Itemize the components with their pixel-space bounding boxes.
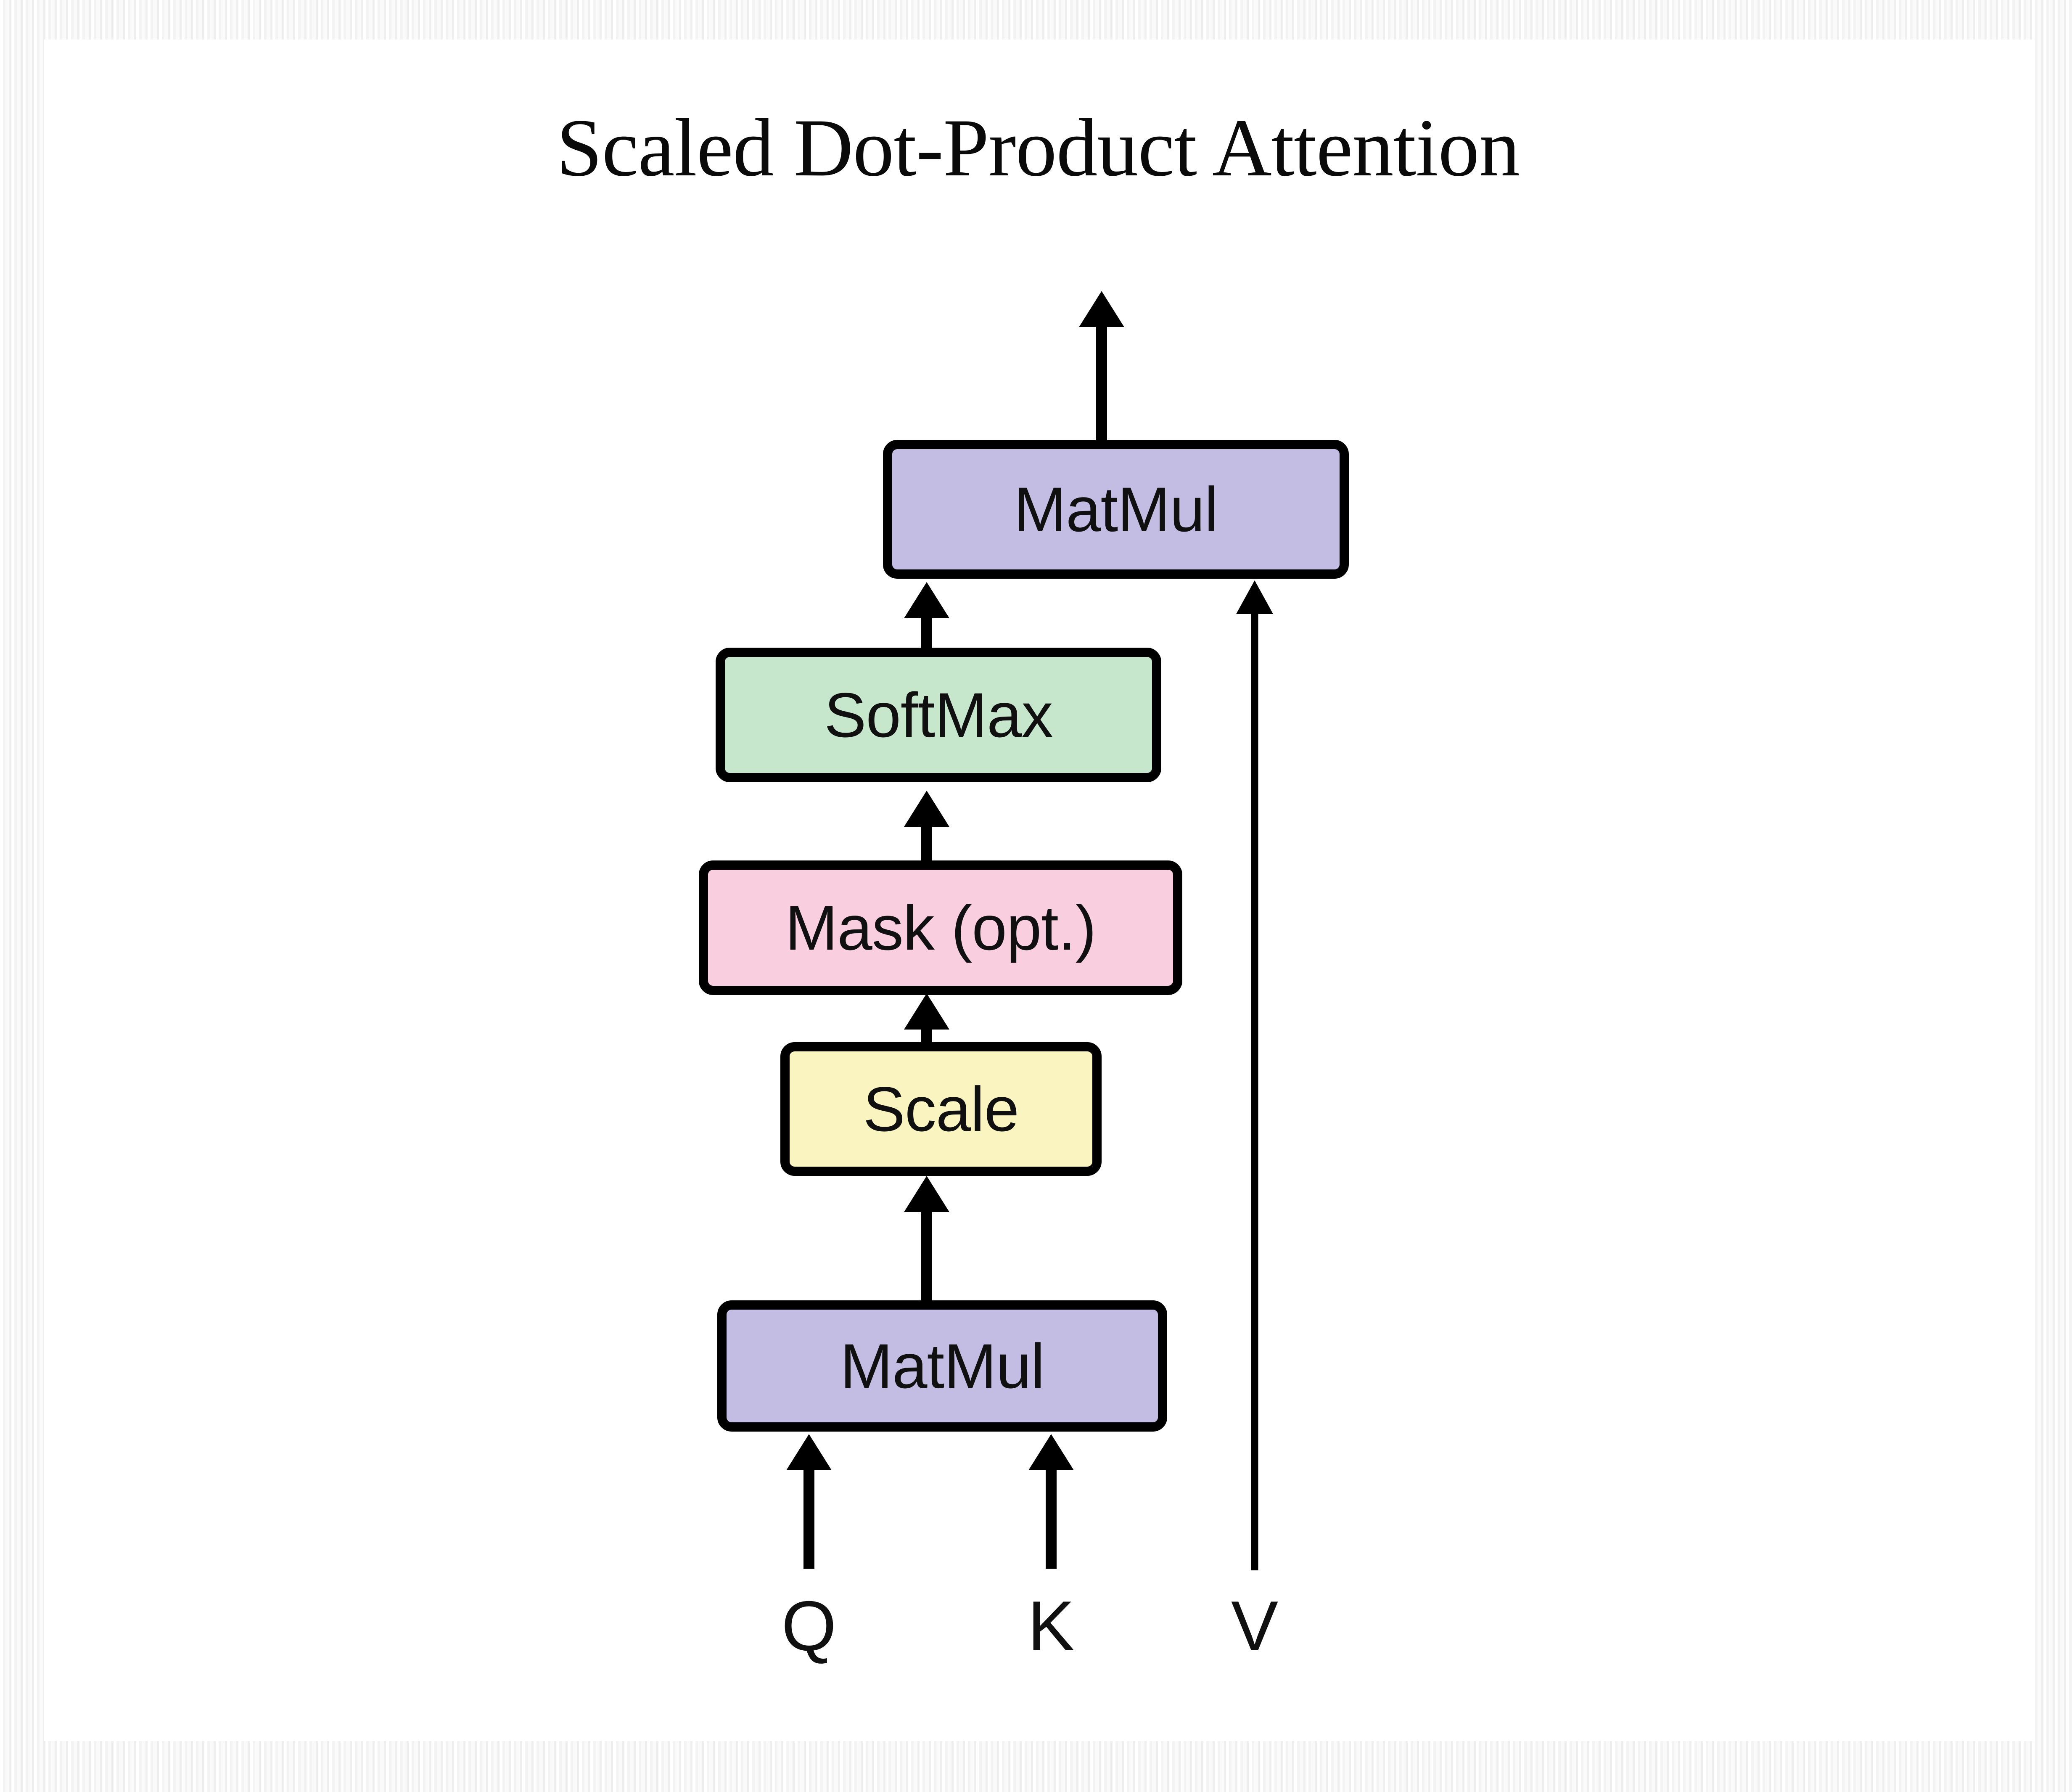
- node-matmul-top[interactable]: MatMul: [883, 440, 1349, 579]
- arrow-output-up: [1076, 291, 1127, 442]
- node-label: SoftMax: [824, 679, 1053, 750]
- node-softmax[interactable]: SoftMax: [716, 648, 1161, 782]
- input-label-v: V: [1231, 1586, 1279, 1665]
- arrow-shaft: [1096, 320, 1107, 442]
- arrow-softmax-to-matmul: [901, 582, 952, 654]
- arrow-k-input: [1026, 1434, 1076, 1569]
- attention-flow-diagram: MatMul SoftMax Mask (opt.): [44, 40, 2032, 1741]
- arrow-shaft: [1046, 1464, 1057, 1569]
- input-label-k: K: [1027, 1586, 1075, 1665]
- node-label: Scale: [863, 1073, 1019, 1144]
- arrow-shaft: [921, 820, 932, 866]
- arrow-shaft: [1251, 607, 1258, 1570]
- slide-canvas: Scaled Dot-Product Attention MatMul Soft…: [44, 40, 2032, 1741]
- node-matmul-bottom[interactable]: MatMul: [717, 1300, 1167, 1432]
- node-scale[interactable]: Scale: [780, 1042, 1102, 1176]
- page-title: Scaled Dot-Product Attention: [556, 102, 1520, 193]
- node-mask-optional[interactable]: Mask (opt.): [699, 860, 1182, 995]
- arrow-q-input: [784, 1434, 834, 1569]
- arrow-shaft: [921, 611, 932, 654]
- arrow-shaft: [803, 1464, 814, 1569]
- node-label: MatMul: [1014, 474, 1218, 545]
- arrow-mask-to-softmax: [901, 791, 952, 866]
- node-label: MatMul: [840, 1330, 1045, 1401]
- arrow-v-input: [1229, 580, 1280, 1570]
- node-label: Mask (opt.): [785, 892, 1096, 963]
- input-label-q: Q: [781, 1586, 837, 1665]
